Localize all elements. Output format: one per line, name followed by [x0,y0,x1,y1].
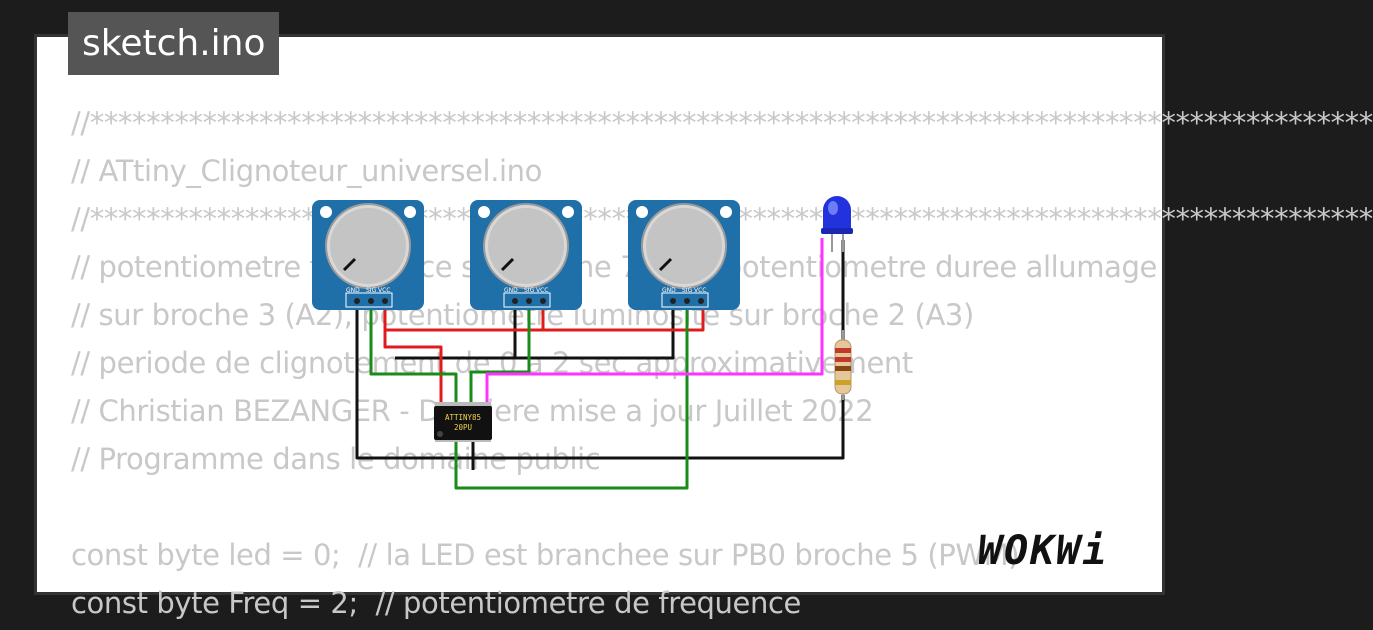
wire-red [541,300,705,332]
wire-green [469,300,531,405]
chip-label-variant: 20PU [454,423,472,432]
wire-black [395,356,515,470]
chip-label-model: ATTINY85 [445,413,481,422]
wire-black [355,300,845,460]
potentiometer-3[interactable]: GND SIG VCC [628,200,740,310]
pin-label-sig: SIG [524,287,535,294]
code-line: const byte Freq = 2; // potentiometre de… [71,586,801,620]
potentiometer-1[interactable]: GND SIG VCC [312,200,424,310]
attiny85-chip[interactable]: ATTINY85 20PU [434,402,492,442]
pin-label-sig: SIG [682,287,693,294]
pin-label-vcc: VCC [378,287,390,294]
wokwi-logo: WOKWi [978,528,1109,574]
pin-label-gnd: GND [346,287,360,294]
resistor[interactable] [834,330,852,400]
pin-label-gnd: GND [662,287,676,294]
code-line: const byte led = 0; // la LED est branch… [71,538,1020,572]
wire-magenta [485,238,824,405]
code-line: // ATtiny_Clignoteur_universel.ino [71,154,542,188]
circuit-diagram: GND SIG VCC GND SIG VCC GND SIG VCC ATTI… [312,196,853,490]
pin-label-sig: SIG [366,287,377,294]
pin-label-vcc: VCC [694,287,706,294]
pin-label-gnd: GND [504,287,518,294]
blue-led[interactable] [821,196,853,252]
wire-red [383,300,443,405]
potentiometer-2[interactable]: GND SIG VCC [470,200,582,310]
file-title: sketch.ino [68,12,280,75]
pin-label-vcc: VCC [536,287,548,294]
